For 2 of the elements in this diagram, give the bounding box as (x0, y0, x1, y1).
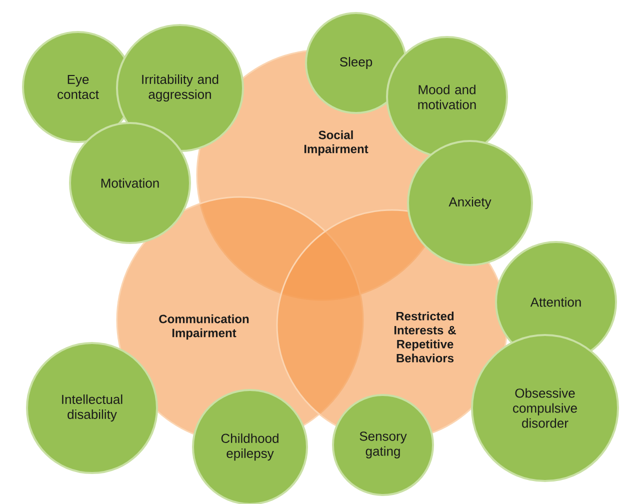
node-label: Attention (530, 297, 581, 307)
node-label: Obsessive compulsive disorder (513, 388, 577, 428)
